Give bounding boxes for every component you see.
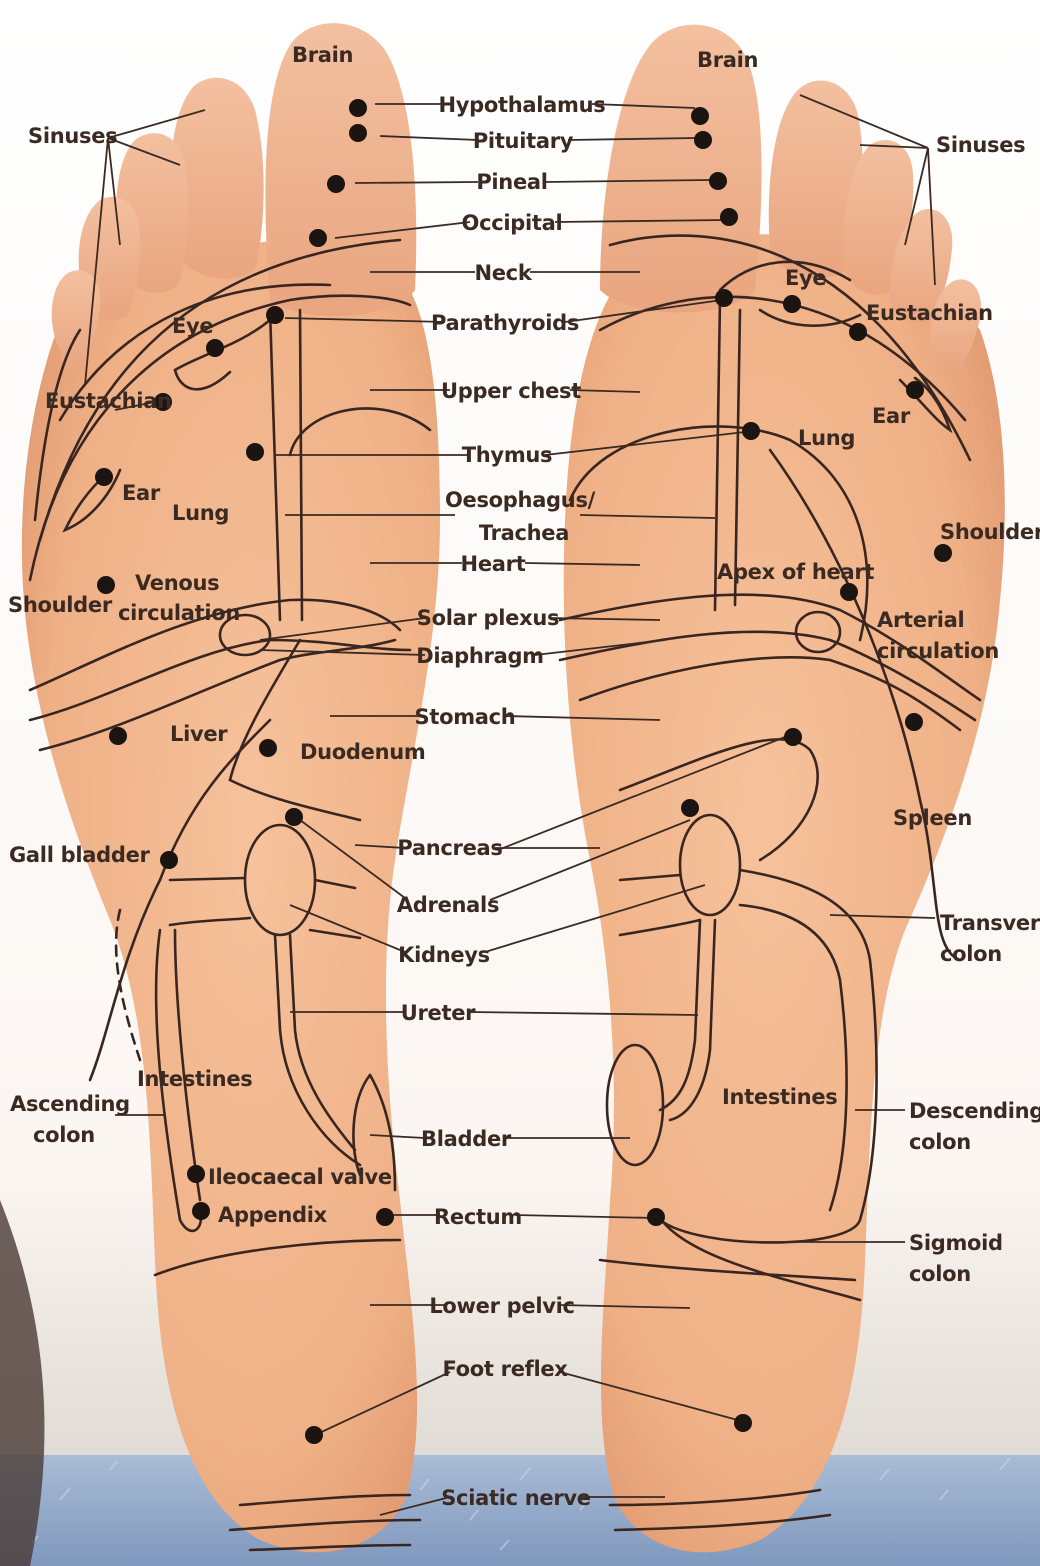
point-parathyroids-left [266, 306, 284, 324]
point-pineal-left [327, 175, 345, 193]
point-adrenal-left [285, 808, 303, 826]
label-eustachian-left: Eustachian [45, 389, 172, 413]
label-oesophagus: Oesophagus/ [445, 488, 596, 512]
label-descending-colon: colon [909, 1130, 971, 1154]
label-arterial: Arterial [877, 608, 964, 632]
point-occipital-right [720, 208, 738, 226]
point-appendix [192, 1202, 210, 1220]
label-solar-plexus: Solar plexus [417, 606, 559, 630]
point-foot-reflex-left [305, 1426, 323, 1444]
label-eye-right: Eye [785, 266, 826, 290]
point-pineal-right [709, 172, 727, 190]
point-ileocaecal-valve [187, 1165, 205, 1183]
label-venous-circulation: circulation [118, 601, 240, 625]
label-pancreas: Pancreas [397, 836, 502, 860]
label-adrenals: Adrenals [397, 893, 499, 917]
label-sinuses-right: Sinuses [936, 133, 1025, 157]
point-hypothalamus-left [349, 99, 367, 117]
label-pituitary: Pituitary [473, 129, 574, 153]
point-shoulder-left [97, 576, 115, 594]
point-rectum-right [647, 1208, 665, 1226]
label-appendix: Appendix [218, 1203, 328, 1227]
label-lung-left: Lung [172, 501, 229, 525]
label-rectum: Rectum [434, 1205, 522, 1229]
label-bladder: Bladder [421, 1127, 512, 1151]
point-pituitary-left [349, 124, 367, 142]
point-pituitary-right [694, 131, 712, 149]
label-sciatic-nerve: Sciatic nerve [441, 1486, 591, 1510]
label-ureter: Ureter [401, 1001, 476, 1025]
label-lung-right: Lung [798, 426, 855, 450]
point-pancreas-right [784, 728, 802, 746]
label-arterial-circulation: circulation [877, 639, 999, 663]
point-adrenal-right [681, 799, 699, 817]
point-apex-of-heart [840, 583, 858, 601]
label-ascending: Ascending [10, 1092, 130, 1116]
label-diaphragm: Diaphragm [416, 644, 544, 668]
point-eye-left [206, 339, 224, 357]
label-hypothalamus: Hypothalamus [439, 93, 606, 117]
point-ear-right [906, 381, 924, 399]
label-eustachian-right: Eustachian [866, 301, 993, 325]
carpet [0, 1455, 1040, 1566]
label-apex-of-heart: Apex of heart [717, 560, 874, 584]
label-lower-pelvic: Lower pelvic [429, 1294, 574, 1318]
label-sigmoid: Sigmoid [909, 1231, 1003, 1255]
label-intestines-right: Intestines [722, 1085, 837, 1109]
point-duodenum [259, 739, 277, 757]
point-ear-left [95, 468, 113, 486]
label-liver: Liver [170, 722, 228, 746]
label-descending: Descending [909, 1099, 1040, 1123]
label-parathyroids: Parathyroids [431, 311, 579, 335]
point-shoulder-right [934, 544, 952, 562]
label-foot-reflex: Foot reflex [442, 1357, 568, 1381]
point-thymus-left [246, 443, 264, 461]
point-gall-bladder [160, 851, 178, 869]
label-brain-left: Brain [292, 43, 353, 67]
label-sigmoid-colon: colon [909, 1262, 971, 1286]
label-gall-bladder: Gall bladder [9, 843, 151, 867]
label-ileocaecal-valve: Ileocaecal valve [208, 1165, 392, 1189]
label-pineal: Pineal [476, 170, 547, 194]
label-brain-right: Brain [697, 48, 758, 72]
point-hypothalamus-right [691, 107, 709, 125]
label-sinuses-left: Sinuses [28, 124, 117, 148]
label-ascending-colon: colon [33, 1123, 95, 1147]
label-ear-right: Ear [872, 404, 911, 428]
label-transverse: Transverse [940, 911, 1040, 935]
label-intestines-left: Intestines [137, 1067, 252, 1091]
label-trachea: Trachea [479, 521, 569, 545]
point-thymus-right [742, 422, 760, 440]
point-eustachian-right [849, 323, 867, 341]
label-transverse-colon: colon [940, 942, 1002, 966]
point-liver [109, 727, 127, 745]
label-shoulder-right: Shoulder [940, 520, 1040, 544]
label-heart: Heart [461, 552, 526, 576]
label-upper-chest: Upper chest [441, 379, 581, 403]
label-ear-left: Ear [122, 481, 161, 505]
label-spleen: Spleen [893, 806, 972, 830]
label-duodenum: Duodenum [300, 740, 425, 764]
label-stomach: Stomach [415, 705, 516, 729]
point-spleen [905, 713, 923, 731]
label-thymus: Thymus [462, 443, 553, 467]
point-occipital-left [309, 229, 327, 247]
label-eye-left: Eye [172, 314, 213, 338]
point-foot-reflex-right [734, 1414, 752, 1432]
label-neck: Neck [474, 261, 532, 285]
label-kidneys: Kidneys [398, 943, 490, 967]
label-venous: Venous [135, 571, 219, 595]
label-occipital: Occipital [462, 211, 563, 235]
label-shoulder-left: Shoulder [8, 593, 113, 617]
point-rectum-left [376, 1208, 394, 1226]
point-eye-right [783, 295, 801, 313]
point-parathyroids-right [715, 289, 733, 307]
